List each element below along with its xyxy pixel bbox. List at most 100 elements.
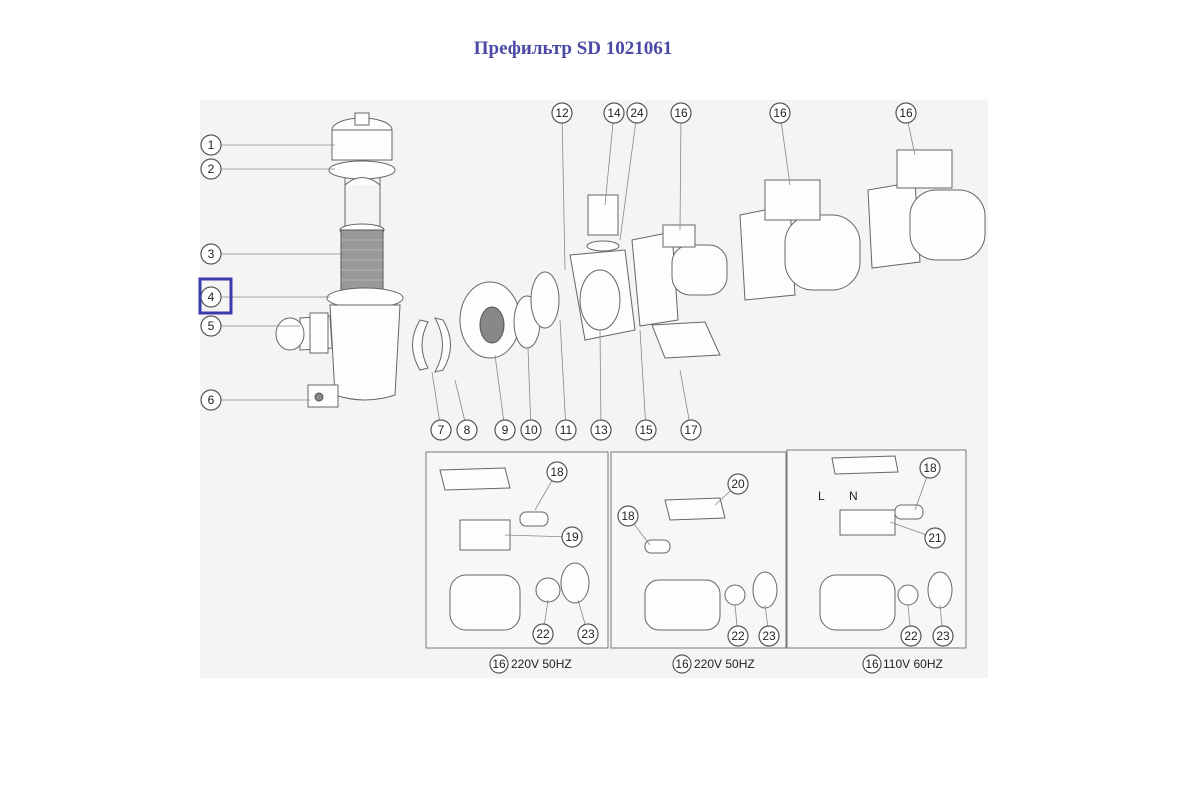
callout-circle [900, 625, 922, 647]
callout-circle [769, 102, 791, 124]
callout-22: 22 [532, 623, 554, 645]
callout-circle [546, 461, 568, 483]
callout-18: 18 [546, 461, 568, 483]
prefilter-assembly [275, 112, 404, 408]
callout-number: 18 [550, 465, 564, 479]
callout-number: 20 [731, 477, 745, 491]
callout-6: 6 [200, 389, 222, 411]
caption-1-text: 220V 50HZ [511, 657, 572, 671]
callout-number: 23 [762, 629, 776, 643]
callout-number: 5 [208, 319, 215, 333]
label-n: N [849, 489, 858, 503]
callout-number: 22 [731, 629, 745, 643]
callout-circle [895, 102, 917, 124]
callout-circle [758, 625, 780, 647]
label-l: L [818, 489, 825, 503]
callout-number: 22 [904, 629, 918, 643]
leader-line [494, 354, 506, 431]
callout-number: 10 [524, 423, 538, 437]
callout-number: 18 [923, 461, 937, 475]
callout-13: 13 [590, 419, 612, 441]
caption-1: 16 220V 50HZ [489, 654, 572, 674]
leader-line [779, 112, 791, 186]
callout-circle [670, 102, 692, 124]
callout-22: 22 [727, 625, 749, 647]
caption-3-text: 110V 60HZ [883, 657, 943, 671]
callout-number: 19 [565, 530, 579, 544]
callout-number: 21 [928, 531, 942, 545]
highlight-box [198, 277, 233, 315]
callout-1: 1 [200, 134, 222, 156]
caption-1-ref: 16 [492, 657, 506, 671]
callout-circle [590, 419, 612, 441]
callout-circle [430, 419, 452, 441]
callout-number: 16 [899, 106, 913, 120]
caption-2: 16 220V 50HZ [672, 654, 755, 674]
callout-23: 23 [932, 625, 954, 647]
callout-circle [924, 527, 946, 549]
callout-circle [532, 623, 554, 645]
callout-22: 22 [900, 625, 922, 647]
callout-9: 9 [494, 419, 516, 441]
callout-16: 16 [895, 102, 917, 124]
callout-number: 18 [621, 509, 635, 523]
callout-circle [727, 473, 749, 495]
callout-12: 12 [551, 102, 573, 124]
callout-circle [200, 315, 222, 337]
callout-15: 15 [635, 419, 657, 441]
callout-7: 7 [430, 419, 452, 441]
callout-number: 22 [536, 627, 550, 641]
callout-19: 19 [561, 526, 583, 548]
callout-11: 11 [555, 419, 577, 441]
callout-circle [494, 419, 516, 441]
callout-circle [603, 102, 625, 124]
callout-23: 23 [758, 625, 780, 647]
callout-circle [635, 419, 657, 441]
callout-23: 23 [577, 623, 599, 645]
callout-17: 17 [680, 419, 702, 441]
caption-2-text: 220V 50HZ [694, 657, 755, 671]
leader-line [604, 112, 615, 206]
wiring-panels [425, 449, 967, 649]
callout-circle [200, 158, 222, 180]
callout-21: 21 [924, 527, 946, 549]
callout-number: 9 [502, 423, 509, 437]
callout-number: 13 [594, 423, 608, 437]
callout-number: 16 [773, 106, 787, 120]
callout-4: 4 [200, 286, 222, 308]
callout-circle [200, 134, 222, 156]
callout-number: 16 [674, 106, 688, 120]
callout-number: 12 [555, 106, 569, 120]
callout-number: 23 [936, 629, 950, 643]
callout-number: 4 [208, 290, 215, 304]
caption-2-ref: 16 [675, 657, 689, 671]
callout-14: 14 [603, 102, 625, 124]
callout-18: 18 [617, 505, 639, 527]
callout-number: 8 [464, 423, 471, 437]
callout-16: 16 [769, 102, 791, 124]
callout-3: 3 [200, 243, 222, 265]
callout-circle [919, 457, 941, 479]
callout-number: 6 [208, 393, 215, 407]
callout-number: 23 [581, 627, 595, 641]
callout-number: 14 [607, 106, 621, 120]
callout-5: 5 [200, 315, 222, 337]
page-title: Префильтр SD 1021061 [473, 38, 673, 59]
callout-20: 20 [727, 473, 749, 495]
leader-line [679, 112, 682, 231]
callout-circle [577, 623, 599, 645]
leader-line [527, 347, 532, 431]
caption-3-ref: 16 [865, 657, 879, 671]
leader-line [619, 112, 638, 241]
callout-circle [626, 102, 648, 124]
leader-line [639, 329, 647, 431]
callout-number: 2 [208, 162, 215, 176]
seal-and-flange-parts [412, 194, 636, 373]
callout-circle [200, 389, 222, 411]
callout-circle [555, 419, 577, 441]
callout-circle [727, 625, 749, 647]
callout-10: 10 [520, 419, 542, 441]
callout-16: 16 [670, 102, 692, 124]
callout-18: 18 [919, 457, 941, 479]
